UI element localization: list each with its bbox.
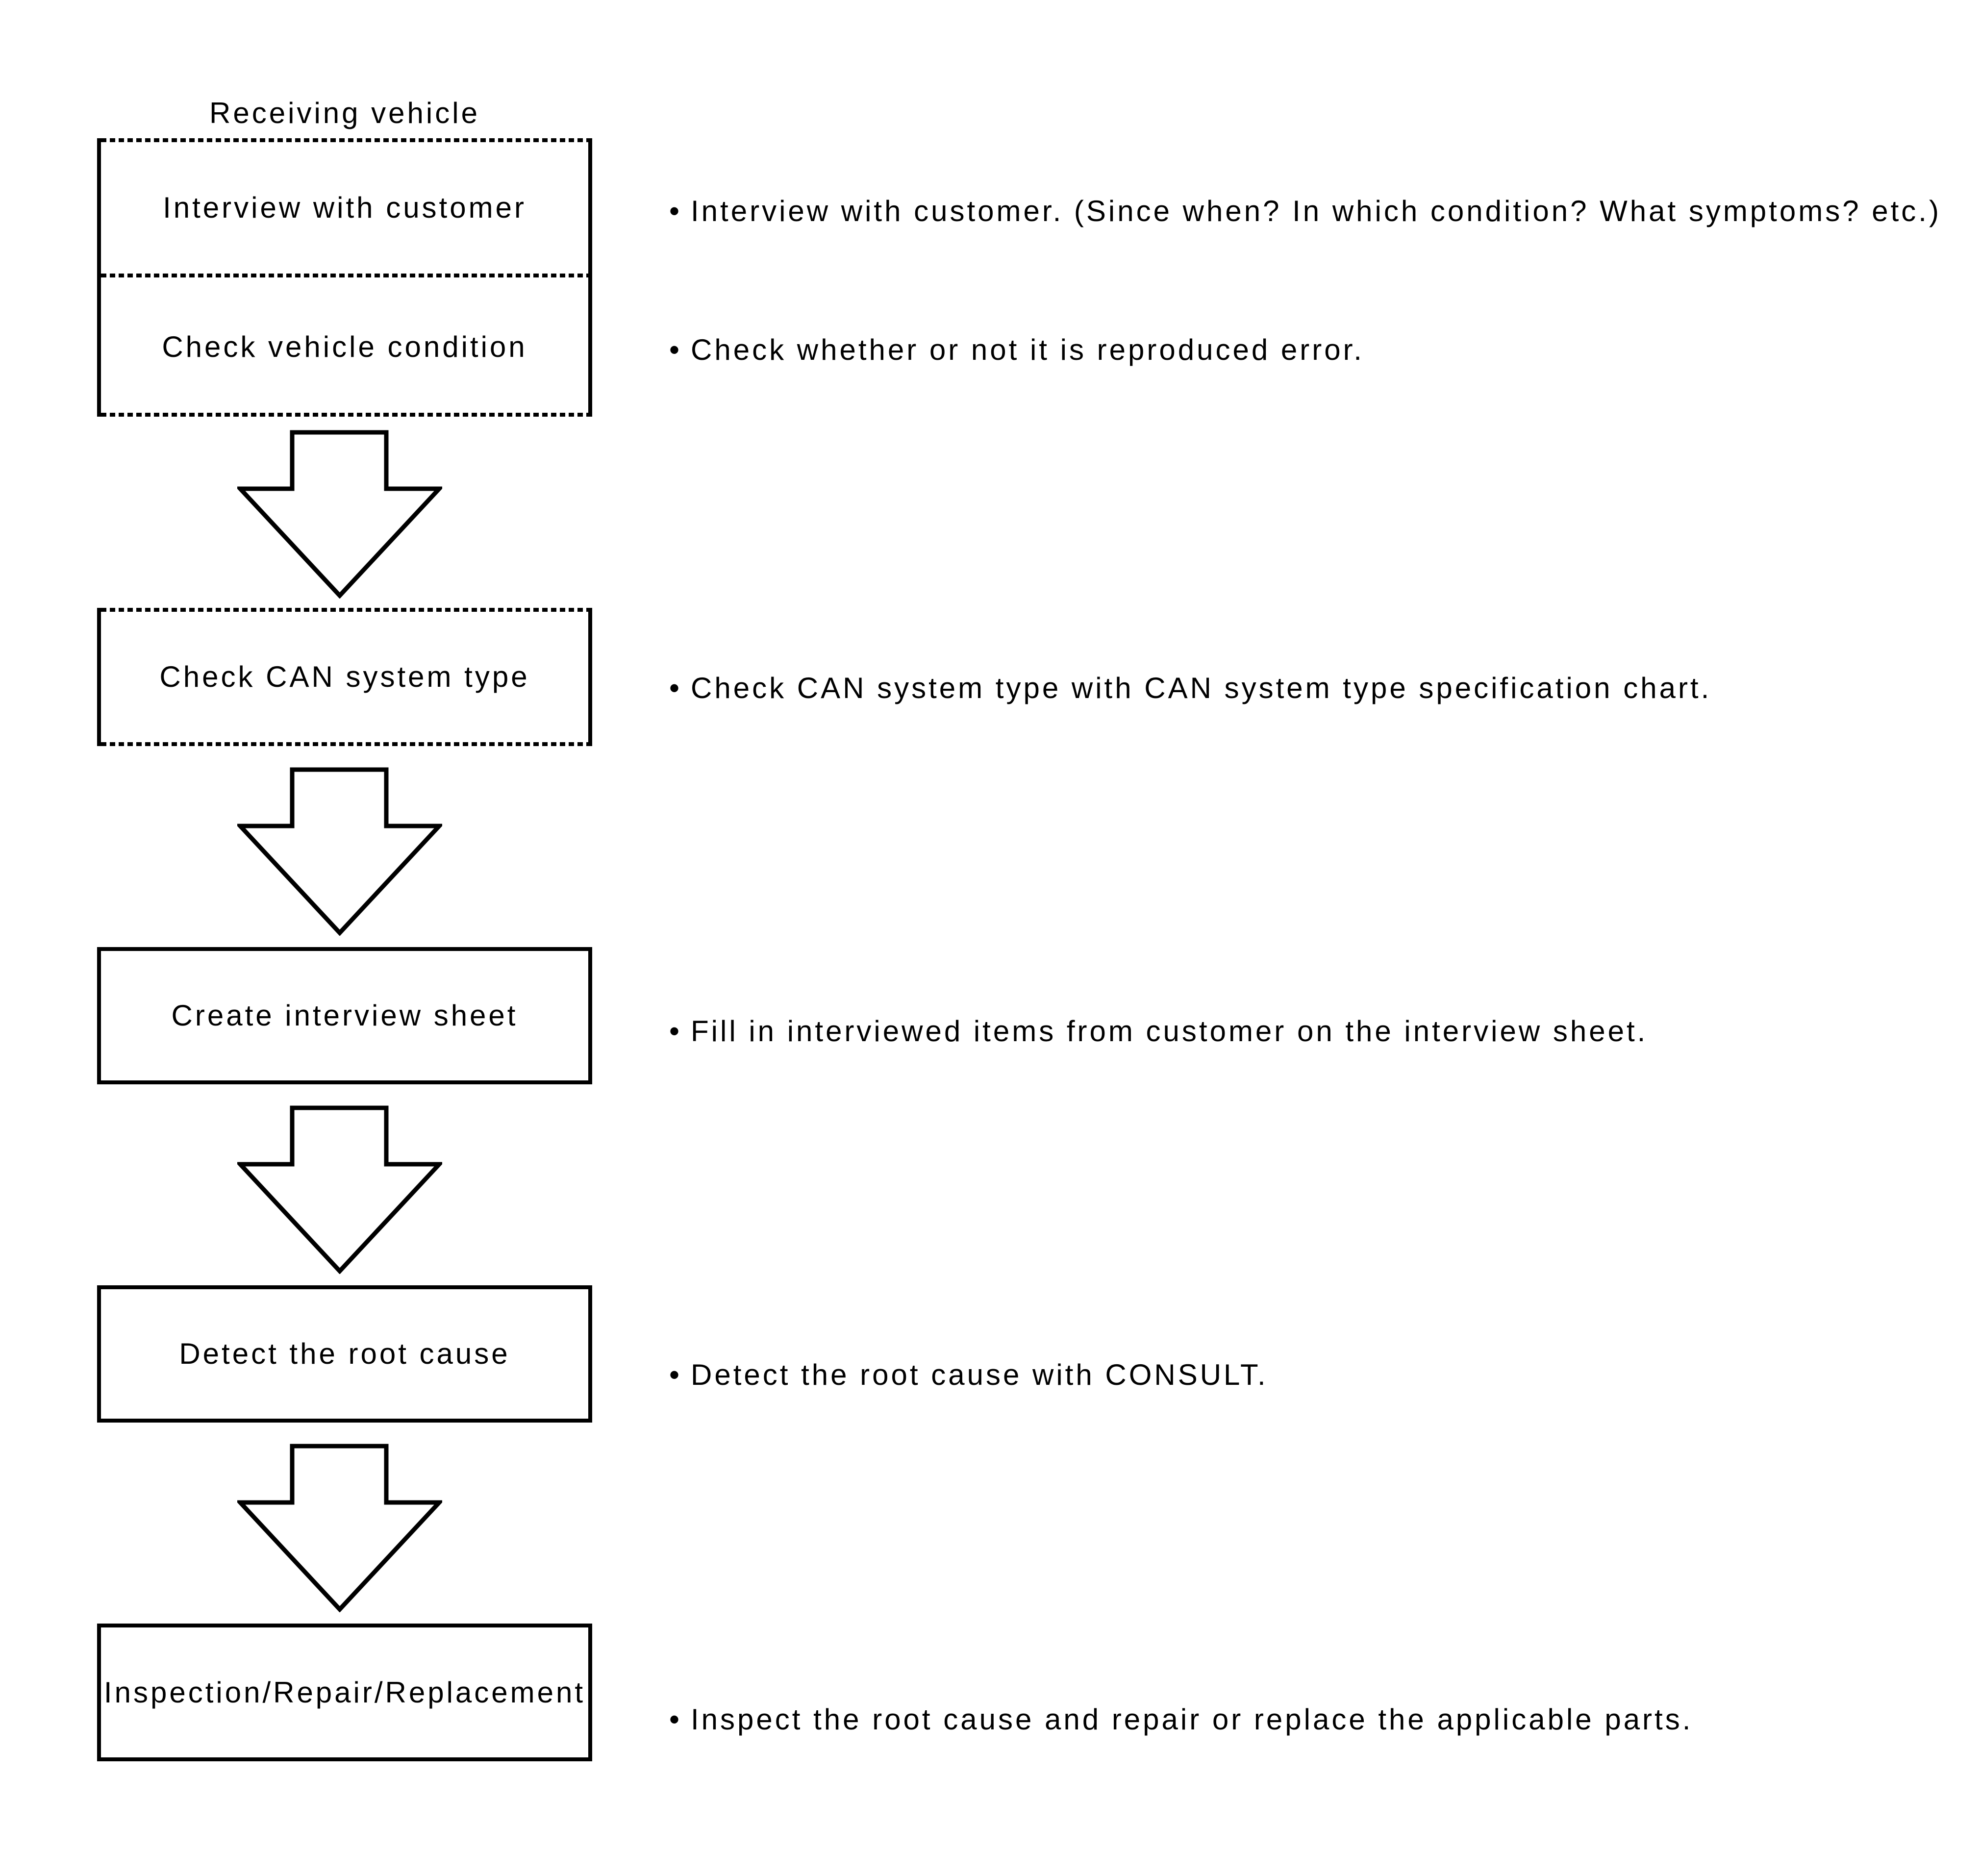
- dashed-border-bottom: [101, 413, 588, 417]
- annotation-text: Fill in interviewed items from customer …: [691, 1015, 1648, 1048]
- down-block-arrow-icon: [237, 430, 442, 599]
- annotation-text: Check CAN system type with CAN system ty…: [691, 672, 1712, 704]
- flow-step-detect-root-cause: Detect the root cause: [101, 1289, 588, 1419]
- bullet-icon: •: [669, 195, 682, 227]
- annotation-check-condition: • Check whether or not it is reproduced …: [669, 334, 1364, 366]
- flow-title: Receiving vehicle: [209, 97, 480, 129]
- flow-box-check-can-system-type: Check CAN system type: [97, 608, 592, 746]
- down-block-arrow-icon: [237, 1105, 442, 1274]
- annotation-text: Inspect the root cause and repair or rep…: [691, 1703, 1693, 1736]
- bullet-icon: •: [669, 672, 682, 704]
- annotation-interview-sheet: • Fill in interviewed items from custome…: [669, 1015, 1648, 1048]
- flow-step-check-can-system-type: Check CAN system type: [101, 608, 588, 746]
- flow-step-check-vehicle-condition: Check vehicle condition: [101, 277, 588, 417]
- annotation-text: Interview with customer. (Since when? In…: [691, 195, 1941, 227]
- bullet-icon: •: [669, 1015, 682, 1048]
- flow-step-interview-with-customer: Interview with customer: [101, 138, 588, 277]
- bullet-icon: •: [669, 1358, 682, 1391]
- step-label: Inspection/Repair/Replacement: [103, 1676, 586, 1709]
- annotation-inspect-repair: • Inspect the root cause and repair or r…: [669, 1703, 1693, 1736]
- dashed-border-top: [101, 608, 588, 612]
- annotation-consult: • Detect the root cause with CONSULT.: [669, 1359, 1268, 1391]
- step-label: Create interview sheet: [171, 999, 518, 1032]
- flow-box-inspection-repair-replacement: Inspection/Repair/Replacement: [97, 1624, 592, 1761]
- step-label: Interview with customer: [163, 191, 526, 224]
- bullet-icon: •: [669, 333, 682, 366]
- annotation-interview: • Interview with customer. (Since when? …: [669, 195, 1941, 227]
- annotation-can-system-type: • Check CAN system type with CAN system …: [669, 672, 1711, 704]
- annotation-text: Detect the root cause with CONSULT.: [691, 1358, 1268, 1391]
- flow-box-create-interview-sheet: Create interview sheet: [97, 947, 592, 1084]
- flow-box-detect-root-cause: Detect the root cause: [97, 1285, 592, 1423]
- dashed-border-top: [101, 138, 588, 142]
- step-label: Check vehicle condition: [162, 330, 527, 363]
- annotation-text: Check whether or not it is reproduced er…: [691, 333, 1364, 366]
- down-block-arrow-icon: [237, 1444, 442, 1612]
- step-label: Detect the root cause: [179, 1337, 510, 1370]
- down-block-arrow-icon: [237, 767, 442, 936]
- dashed-border-bottom: [101, 742, 588, 746]
- dashed-divider: [101, 274, 588, 277]
- step-label: Check CAN system type: [159, 660, 530, 693]
- bullet-icon: •: [669, 1703, 682, 1736]
- flow-step-inspection-repair-replacement: Inspection/Repair/Replacement: [101, 1627, 588, 1757]
- flow-step-create-interview-sheet: Create interview sheet: [101, 951, 588, 1080]
- flow-box-receiving-vehicle: Interview with customer Check vehicle co…: [97, 138, 592, 417]
